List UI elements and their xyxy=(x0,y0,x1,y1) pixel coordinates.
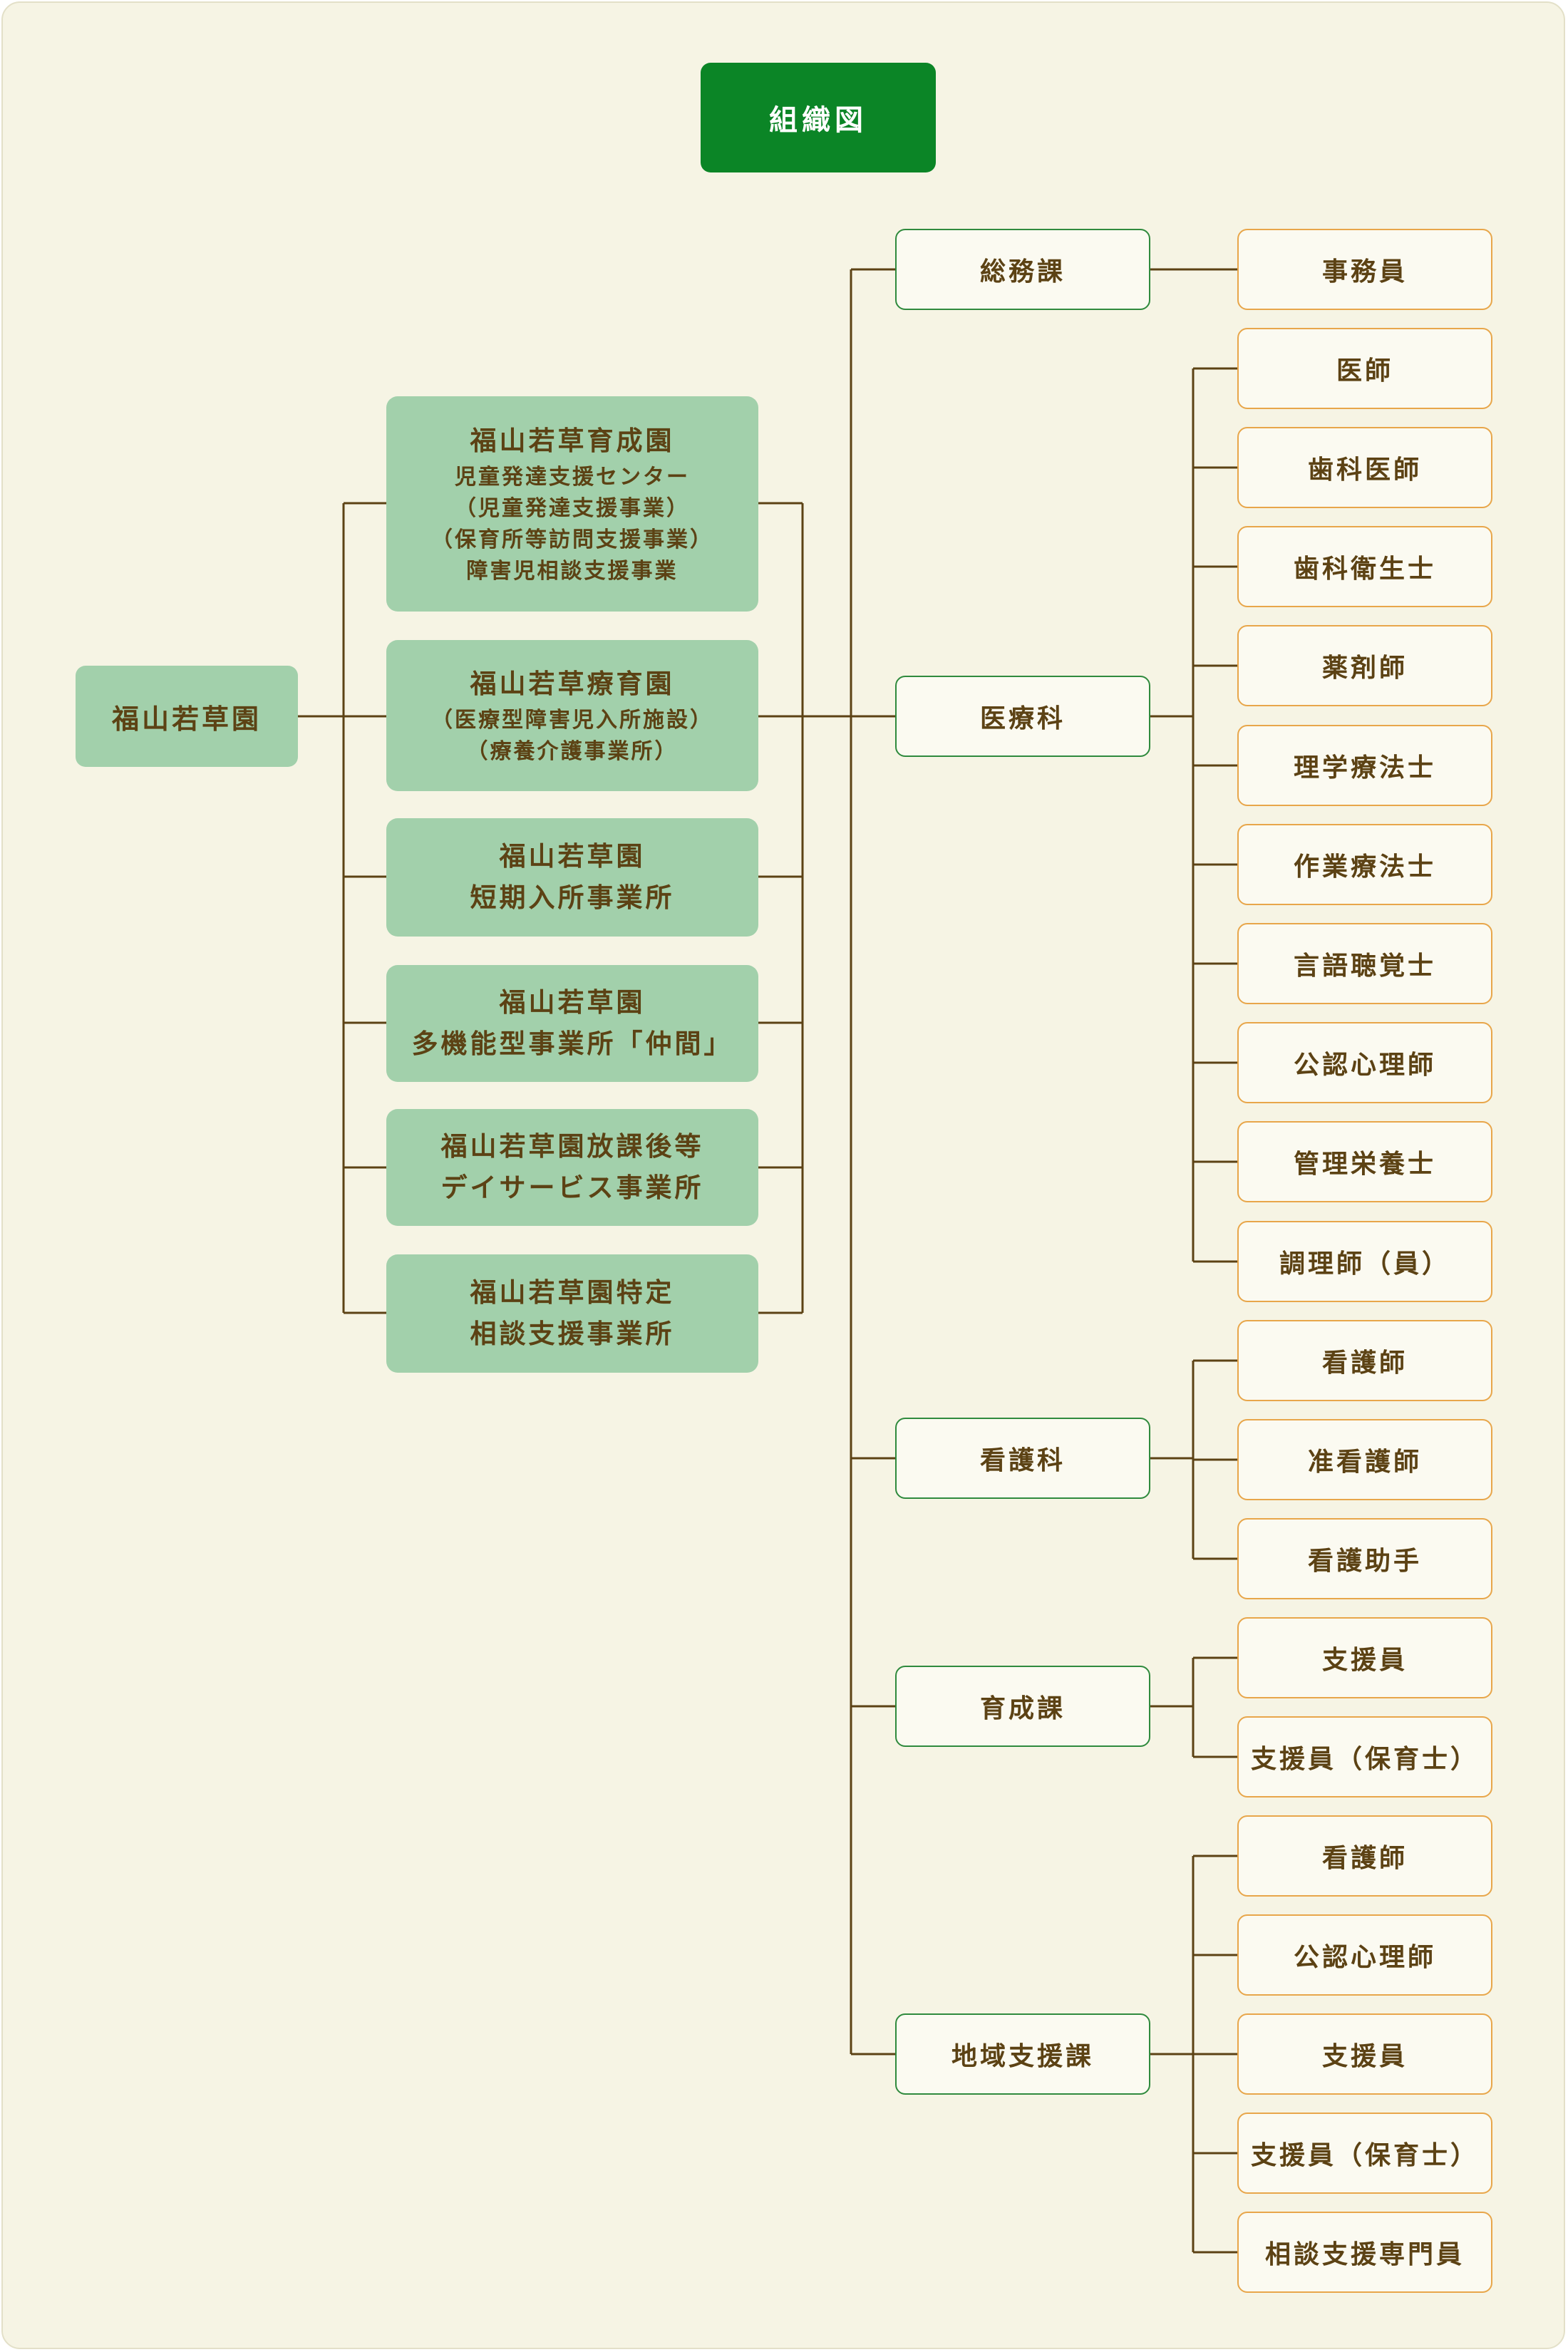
role-node: 公認心理師 xyxy=(1237,1022,1492,1103)
role-node: 准看護師 xyxy=(1237,1419,1492,1500)
facility-detail: 短期入所事業所 xyxy=(470,882,675,913)
department-chiiki: 地域支援課 xyxy=(895,2013,1150,2095)
department-kango: 看護科 xyxy=(895,1418,1150,1499)
facility-detail: （児童発達支援事業） xyxy=(455,496,690,521)
facility-name: 福山若草園特定 xyxy=(470,1277,675,1308)
facility-node-after-school: 福山若草園放課後等 デイサービス事業所 xyxy=(386,1109,758,1226)
role-node: 相談支援専門員 xyxy=(1237,2212,1492,2293)
department-soumu: 総務課 xyxy=(895,229,1150,310)
facility-detail: 相談支援事業所 xyxy=(470,1319,675,1349)
facility-detail: 児童発達支援センター xyxy=(455,465,690,490)
role-node: 言語聴覚士 xyxy=(1237,923,1492,1004)
facility-node-ryoiku: 福山若草療育園 （医療型障害児入所施設） （療養介護事業所） xyxy=(386,640,758,791)
facility-detail: （保育所等訪問支援事業） xyxy=(431,527,713,552)
role-node: 調理師（員） xyxy=(1237,1221,1492,1302)
root-node: 福山若草園 xyxy=(76,666,298,767)
role-node: 歯科医師 xyxy=(1237,427,1492,508)
facility-node-nakama: 福山若草園 多機能型事業所「仲間」 xyxy=(386,965,758,1082)
role-node: 支援員（保育士） xyxy=(1237,1716,1492,1797)
role-node: 支援員 xyxy=(1237,2013,1492,2095)
role-node: 理学療法士 xyxy=(1237,725,1492,806)
department-iryo: 医療科 xyxy=(895,676,1150,757)
facility-name: 福山若草園放課後等 xyxy=(440,1131,704,1162)
page-title: 組織図 xyxy=(701,63,936,172)
facility-detail: （療養介護事業所） xyxy=(466,739,679,764)
facility-node-short-stay: 福山若草園 短期入所事業所 xyxy=(386,818,758,937)
role-node: 歯科衛生士 xyxy=(1237,526,1492,607)
role-node: 事務員 xyxy=(1237,229,1492,310)
facility-name: 福山若草園 xyxy=(499,841,646,872)
role-node: 薬剤師 xyxy=(1237,625,1492,706)
facility-name: 福山若草育成園 xyxy=(470,425,675,456)
role-node: 公認心理師 xyxy=(1237,1914,1492,1996)
facility-name: 福山若草療育園 xyxy=(470,669,675,699)
department-ikusei: 育成課 xyxy=(895,1666,1150,1747)
role-node: 支援員（保育士） xyxy=(1237,2113,1492,2194)
role-node: 管理栄養士 xyxy=(1237,1121,1492,1202)
facility-detail: （医療型障害児入所施設） xyxy=(431,708,713,733)
facility-node-consultation: 福山若草園特定 相談支援事業所 xyxy=(386,1254,758,1373)
facility-name: 福山若草園 xyxy=(499,987,646,1018)
role-node: 看護師 xyxy=(1237,1815,1492,1897)
facility-detail: 多機能型事業所「仲間」 xyxy=(411,1028,733,1059)
facility-node-ikusei: 福山若草育成園 児童発達支援センター （児童発達支援事業） （保育所等訪問支援事… xyxy=(386,396,758,612)
role-node: 看護助手 xyxy=(1237,1518,1492,1599)
role-node: 支援員 xyxy=(1237,1617,1492,1698)
role-node: 看護師 xyxy=(1237,1320,1492,1401)
facility-detail: 障害児相談支援事業 xyxy=(466,559,679,584)
facility-detail: デイサービス事業所 xyxy=(440,1172,704,1203)
role-node: 医師 xyxy=(1237,328,1492,409)
role-node: 作業療法士 xyxy=(1237,824,1492,905)
